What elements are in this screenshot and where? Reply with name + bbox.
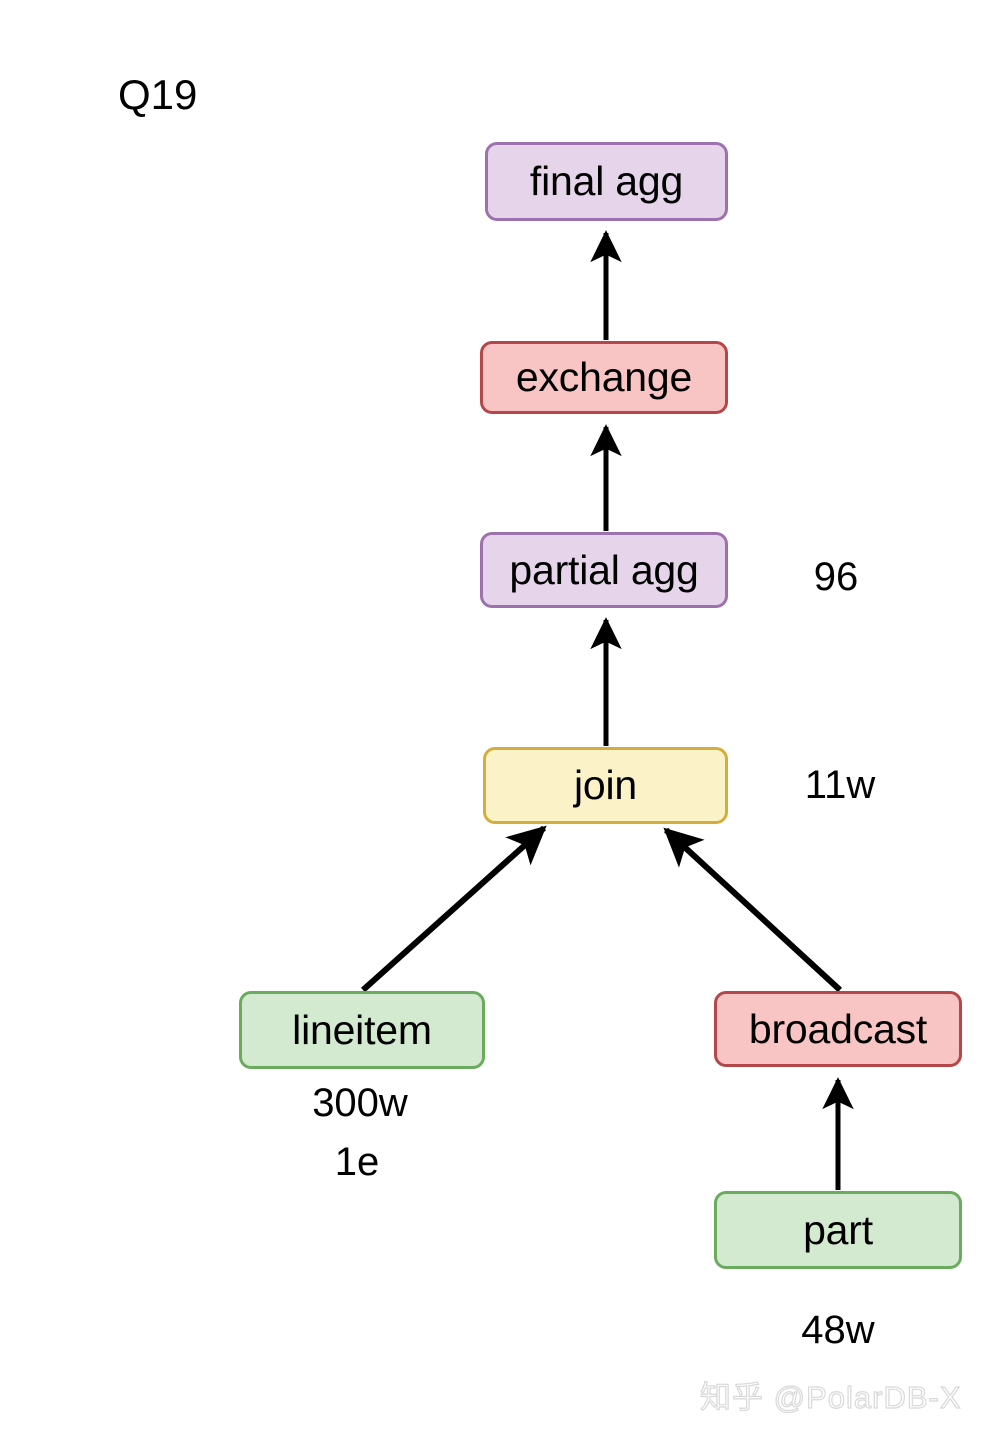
node-join-label: join (573, 762, 638, 808)
annotation-part-rows: 48w (801, 1308, 875, 1352)
edge-lineitem-to-join (360, 825, 547, 993)
node-lineitem-label: lineitem (292, 1006, 432, 1053)
watermark: 知乎 @PolarDB-X (699, 1380, 962, 1415)
node-partial-agg-label: partial agg (509, 546, 699, 593)
annotation-lineitem-parallel: 1e (334, 1140, 380, 1184)
node-exchange-label: exchange (515, 354, 693, 400)
node-lineitem[interactable]: lineitem (239, 991, 485, 1069)
node-final-agg[interactable]: final agg (485, 142, 728, 221)
annotation-partial-agg-count: 96 (813, 555, 859, 599)
node-part-label: part (803, 1206, 873, 1253)
edge-broadcast-to-join (663, 827, 843, 993)
page-title: Q19 (118, 71, 198, 118)
node-join[interactable]: join (483, 747, 728, 824)
node-broadcast-label: broadcast (748, 1005, 928, 1052)
node-exchange[interactable]: exchange (480, 341, 728, 414)
node-broadcast[interactable]: broadcast (714, 991, 962, 1067)
node-part[interactable]: part (714, 1191, 962, 1269)
node-final-agg-label: final agg (529, 158, 684, 204)
annotation-join-rows: 11w (804, 763, 876, 807)
annotation-lineitem-rows: 300w (312, 1081, 408, 1125)
node-partial-agg[interactable]: partial agg (480, 532, 728, 608)
